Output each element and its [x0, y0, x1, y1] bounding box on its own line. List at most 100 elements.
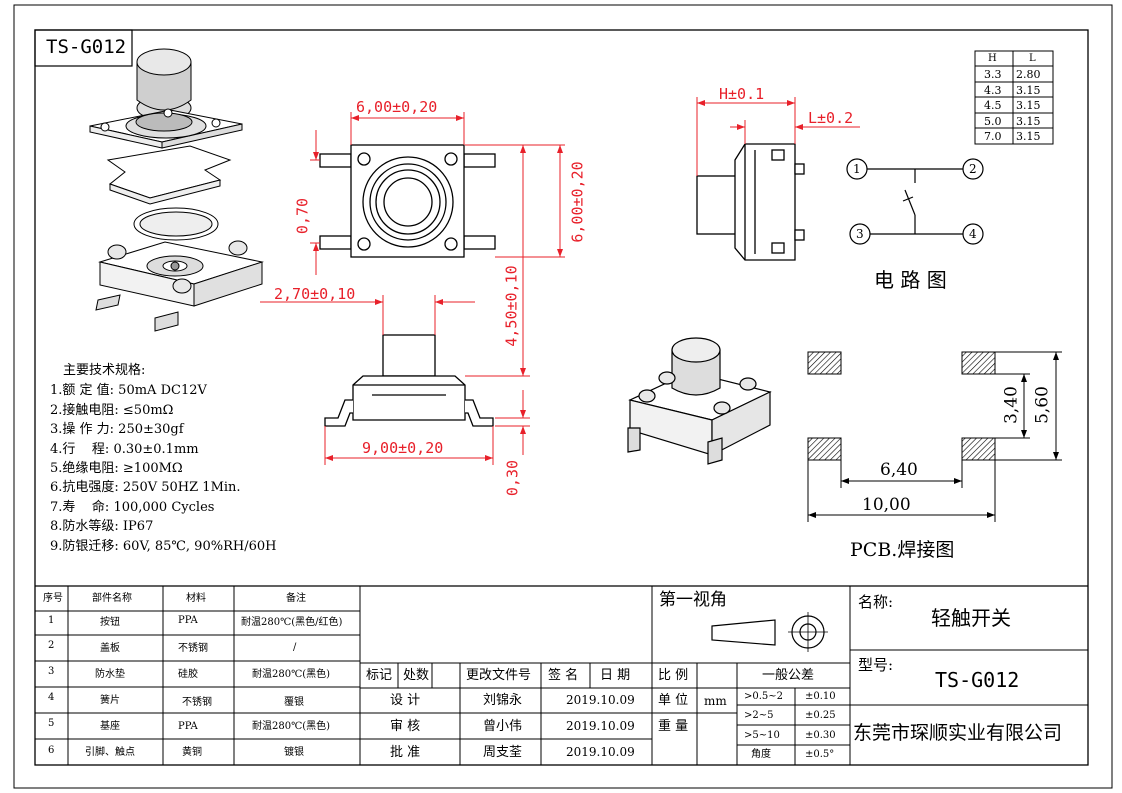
top-view	[319, 144, 496, 258]
hl-cell: 5.0	[984, 115, 1002, 128]
bom-cell: 覆银	[284, 697, 304, 708]
dim-body-height: 4,50±0,10	[502, 265, 521, 347]
bom-cell: 4	[48, 692, 55, 703]
bom-cell: 不锈钢	[178, 643, 208, 654]
spec-item: 6.抗电强度: 250V 50HZ 1Min.	[50, 480, 241, 495]
bom-cell: 盖板	[100, 643, 120, 654]
rev-header: 更改文件号	[466, 668, 532, 683]
hl-header-h: H	[988, 53, 997, 64]
circuit-diagram	[846, 158, 984, 245]
dim-pin-offset: 0,70	[293, 197, 312, 235]
spec-item: 5.绝缘电阻: ≥100MΩ	[50, 461, 183, 476]
company-name: 东莞市琛顺实业有限公司	[853, 722, 1063, 744]
tolerance-value: ±0.25	[805, 710, 836, 721]
tolerance-title: 一般公差	[762, 668, 815, 683]
tolerance-range: >2~5	[744, 710, 774, 721]
hl-cell: 4.3	[984, 84, 1002, 97]
bom-header: 序号	[43, 593, 63, 604]
bom-cell: 2	[48, 640, 55, 651]
circuit-pin-label: 4	[969, 227, 977, 241]
rev-date: 2019.10.09	[566, 719, 635, 733]
spec-item: 8.防水等级: IP67	[50, 519, 154, 534]
rev-role: 批 准	[390, 745, 421, 760]
rev-person: 刘锦永	[483, 693, 523, 708]
bom-cell: PPA	[178, 615, 198, 626]
front-view	[324, 334, 494, 427]
dim-pin-thickness: 0,30	[503, 459, 522, 497]
assembled-view	[627, 337, 772, 465]
bom-cell: 耐温280℃(黑色/红色)	[241, 617, 343, 628]
tolerance-range: 角度	[751, 749, 771, 760]
unit-value: mm	[704, 694, 727, 708]
pcb-dim-1000: 10,00	[862, 495, 911, 515]
dim-top-width: 6,00±0,20	[356, 98, 438, 116]
scale-label: 比 例	[658, 668, 689, 683]
spec-item: 3.操 作 力: 250±30gf	[50, 422, 184, 437]
rev-role: 审 核	[390, 719, 421, 734]
circuit-pin-label: 1	[853, 162, 861, 176]
rev-header: 签 名	[548, 668, 579, 683]
name-label: 名称:	[858, 593, 894, 611]
bom-cell: 引脚、触点	[85, 747, 135, 758]
model-label: 型号:	[858, 656, 894, 674]
circuit-title: 电 路 图	[874, 268, 947, 292]
hl-cell: 3.15	[1016, 99, 1041, 112]
bom-cell: /	[293, 642, 297, 653]
bom-cell: 黄铜	[182, 747, 202, 758]
bom-cell: 1	[48, 615, 55, 626]
bom-cell: 3	[48, 666, 55, 677]
bom-cell: 基座	[100, 721, 120, 732]
rev-person: 曾小伟	[483, 719, 523, 734]
pcb-layout	[807, 351, 1062, 522]
rev-header: 标记	[366, 668, 393, 683]
model-tag: TS-G012	[46, 36, 127, 58]
dim-top-height: 6,00±0,20	[568, 161, 587, 243]
exploded-view	[89, 48, 264, 332]
rev-header: 日 期	[600, 668, 631, 683]
tolerance-value: ±0.10	[805, 691, 836, 702]
bom-cell: 按钮	[100, 617, 120, 628]
spec-item: 7.寿 命: 100,000 Cycles	[50, 500, 215, 515]
hl-cell: 2.80	[1016, 68, 1041, 81]
model-number: TS-G012	[935, 668, 1020, 692]
pcb-dim-560: 5,60	[1032, 386, 1053, 424]
side-view	[696, 143, 805, 261]
pcb-dim-640: 6,40	[880, 460, 918, 480]
spec-item: 1.额 定 值: 50mA DC12V	[50, 383, 207, 398]
hl-cell: 3.15	[1016, 115, 1041, 128]
bom-cell: 不锈钢	[182, 697, 212, 708]
rev-date: 2019.10.09	[566, 745, 635, 759]
rev-role: 设 计	[390, 693, 421, 708]
pcb-title: PCB.焊接图	[850, 539, 955, 561]
rev-date: 2019.10.09	[566, 693, 635, 707]
dim-l-tol: L±0.2	[808, 109, 854, 127]
rev-person: 周支荃	[483, 745, 523, 760]
circuit-pin-label: 2	[969, 162, 977, 176]
bom-header: 部件名称	[92, 593, 132, 604]
revision-grid	[360, 586, 653, 765]
hl-table-grid	[974, 50, 1054, 145]
bom-grid	[35, 586, 361, 765]
tolerance-value: ±0.5°	[805, 749, 835, 760]
bom-cell: 簧片	[100, 695, 120, 706]
tolerance-range: >5~10	[744, 730, 780, 741]
spec-item: 9.防银迁移: 60V, 85℃, 90%RH/60H	[50, 539, 277, 554]
bom-cell: 5	[48, 718, 55, 729]
bom-cell: 耐温280℃(黑色)	[252, 721, 331, 732]
dim-h-tol: H±0.1	[719, 85, 765, 103]
hl-cell: 3.15	[1016, 130, 1041, 143]
circuit-pin-label: 3	[856, 227, 864, 241]
hl-cell: 7.0	[984, 130, 1002, 143]
tolerance-value: ±0.30	[805, 730, 836, 741]
unit-label: 单 位	[658, 693, 689, 708]
side-view-dims	[696, 97, 860, 176]
hl-cell: 3.3	[984, 68, 1002, 81]
bom-header: 备注	[286, 593, 306, 604]
projection-symbol	[711, 612, 828, 652]
bom-header: 材料	[186, 593, 206, 604]
pcb-dim-340: 3,40	[1001, 386, 1022, 424]
bom-cell: 6	[48, 745, 55, 756]
bom-cell: 耐温280℃(黑色)	[252, 669, 331, 680]
